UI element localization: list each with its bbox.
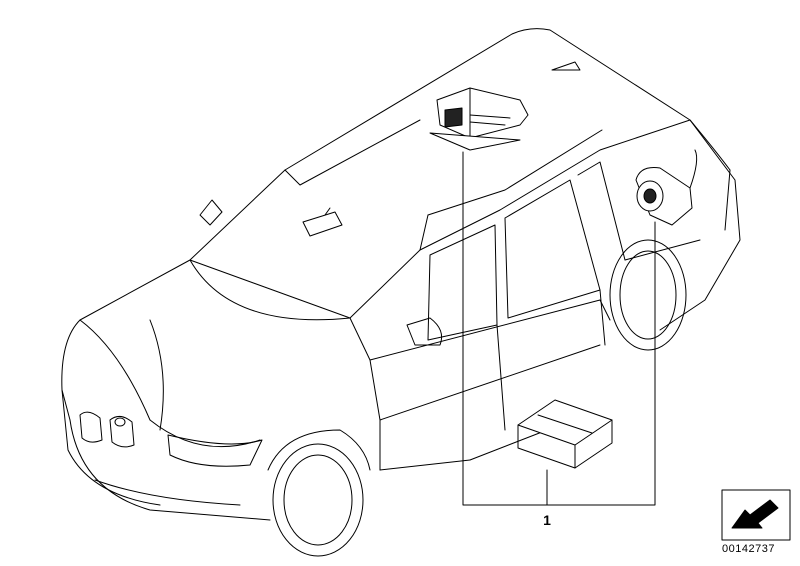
- roof-control-module: [429, 87, 529, 151]
- car-outline: [61, 28, 741, 557]
- rear-speaker-module: [635, 149, 698, 226]
- callout-lines: [462, 151, 656, 506]
- direction-arrow-icon: [721, 489, 791, 541]
- diagram-id: 00142737: [722, 543, 775, 555]
- wiring-kit-box: [517, 399, 613, 469]
- callout-number: 1: [543, 512, 551, 528]
